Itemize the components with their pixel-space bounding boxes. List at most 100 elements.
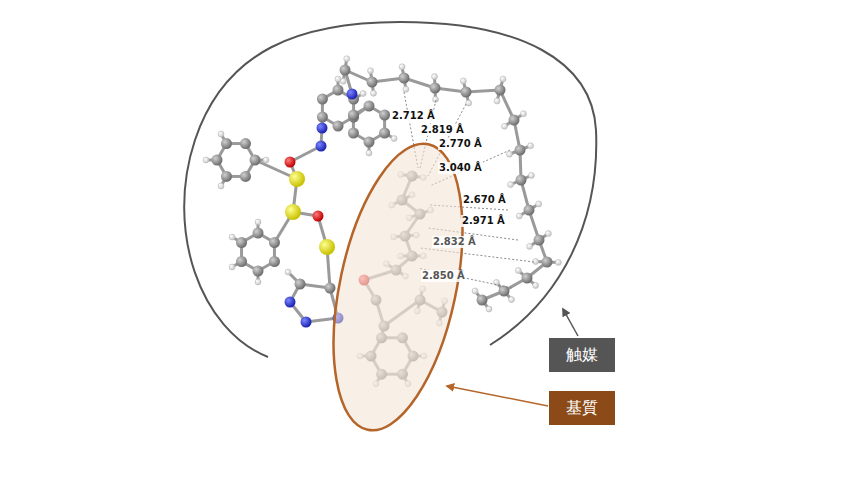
atom [472,288,478,294]
label-box: 基質 [549,391,615,425]
atom [368,68,374,74]
atom [240,171,251,182]
atom [516,175,527,186]
atom [370,90,376,96]
distance-label: 3.040 Å [438,162,483,174]
box-label: 基質 [566,398,598,417]
atom [366,150,372,156]
atom [203,157,209,163]
atom [399,64,405,70]
atom [460,78,466,84]
label-box: 触媒 [549,338,615,372]
atom [221,138,232,149]
atom [379,110,390,121]
atom [348,128,359,139]
atom [431,74,437,80]
atom [466,100,472,106]
atom [221,171,232,182]
substrate-pointer [447,386,548,406]
atom [255,219,261,225]
atom [524,205,535,216]
atom [253,266,264,277]
atom [295,279,306,290]
atom [333,121,344,132]
atom [285,269,291,275]
distance-label: 2.770 Å [438,138,483,150]
atom [229,234,235,240]
atom [240,138,251,149]
atom [333,85,344,96]
atom [508,182,514,188]
atom [528,172,534,178]
substrate-ellipse [311,132,485,442]
atom [253,228,264,239]
atom [500,76,506,82]
atom [542,257,553,268]
atom [285,157,296,168]
atom [364,137,375,148]
distance-label: 2.971 Å [461,215,506,227]
atom [516,213,522,219]
atom [509,115,520,126]
atom [319,239,335,255]
catalyst-outline [184,22,596,357]
distance-label: 2.670 Å [462,194,507,206]
atom [285,297,296,308]
atom [348,110,359,121]
atom [269,237,280,248]
atom [391,136,397,142]
atom [522,273,533,284]
atom [536,201,542,207]
atom [515,145,526,156]
atom [528,143,534,149]
atom [555,259,561,265]
atom [502,123,508,129]
atom [301,317,312,328]
atom [250,155,261,166]
atom [495,85,506,96]
atom [236,256,247,267]
atom [461,87,472,98]
distance-label: 2.832 Å [432,236,477,248]
atom [403,86,409,92]
atom [335,76,341,82]
atom [317,123,328,134]
atom [399,73,410,84]
atom [534,235,545,246]
atom [316,141,327,152]
distance-label: 2.850 Å [421,270,466,282]
atom [285,204,301,220]
atom [317,94,328,105]
atom [545,231,551,237]
atom [325,283,336,294]
atom [527,243,533,249]
atom [212,155,223,166]
atom [263,157,269,163]
atom [347,89,358,100]
atom [430,83,441,94]
atom [313,211,324,222]
atom [477,295,488,306]
atom [494,98,500,104]
atom [360,91,366,97]
atom [520,111,526,117]
atom [509,297,515,303]
distance-label: 2.819 Å [420,124,465,136]
atom [236,237,247,248]
atom [344,56,350,62]
atom [367,77,378,88]
atom [255,279,261,285]
atom [229,264,235,270]
atom [218,131,224,137]
atom [364,101,375,112]
atom [289,171,305,187]
atom [379,128,390,139]
atom [533,282,539,288]
atom [317,112,328,123]
atom [515,268,521,274]
atom [486,306,492,312]
atom [506,151,512,157]
atom [218,183,224,189]
